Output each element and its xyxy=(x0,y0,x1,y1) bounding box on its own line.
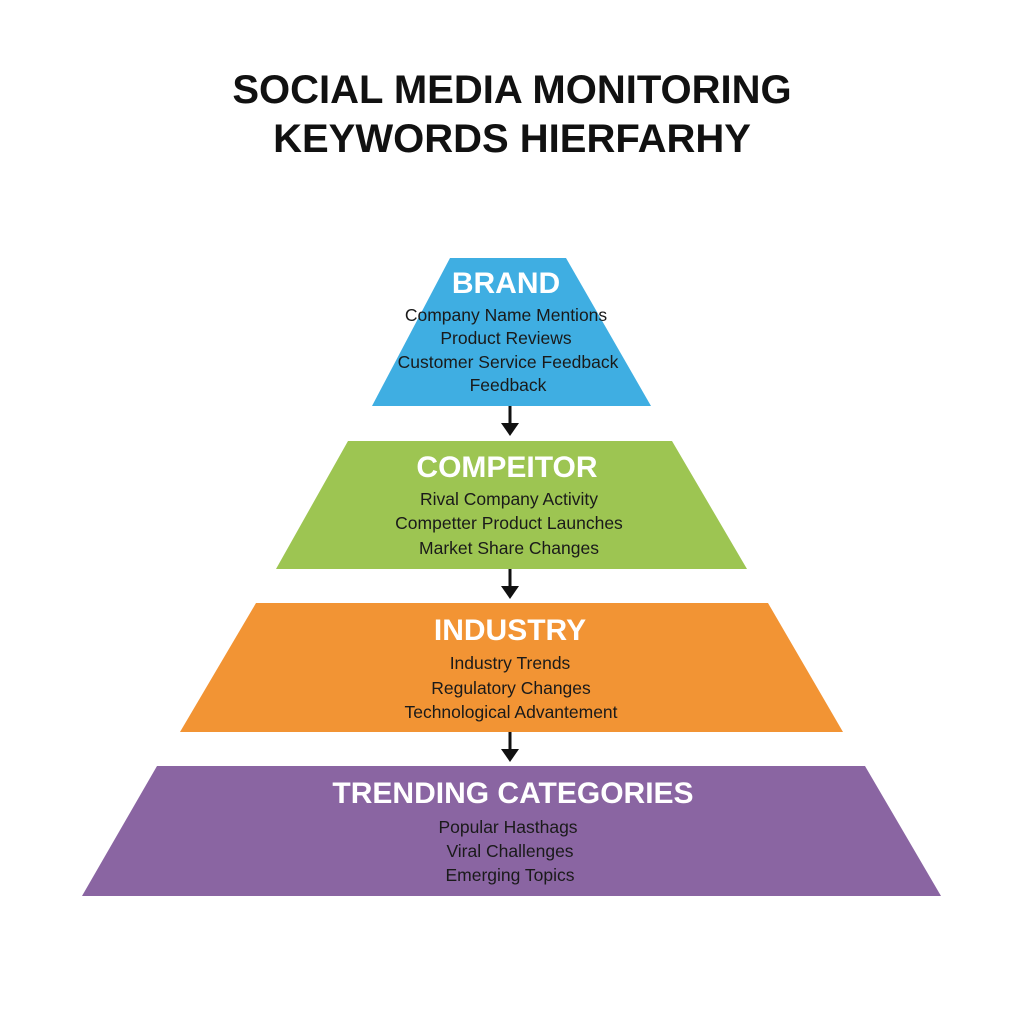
tier-brand-item-3: Customer Service Feedback xyxy=(398,352,619,372)
diagram-title-line-2: KEYWORDS HIERFARHY xyxy=(273,117,751,161)
tier-industry-item-1: Industry Trends xyxy=(450,653,571,673)
tier-trending-categories-item-2: Viral Challenges xyxy=(446,841,573,861)
tier-trending-categories: TRENDING CATEGORIES Popular Hasthags Vir… xyxy=(82,766,941,896)
tier-brand-item-4: Feedback xyxy=(470,375,547,395)
tier-competitor-item-2: Competter Product Launches xyxy=(395,513,623,533)
tier-industry: INDUSTRY Industry Trends Regulatory Chan… xyxy=(180,603,843,732)
tier-brand-item-2: Product Reviews xyxy=(440,328,572,348)
tier-brand-shape xyxy=(372,258,651,406)
diagram-title-line-1: SOCIAL MEDIA MONITORING xyxy=(232,68,792,112)
connector-arrow-3-head xyxy=(501,749,519,762)
tier-trending-categories-item-1: Popular Hasthags xyxy=(438,817,577,837)
connector-arrow-3 xyxy=(501,732,519,762)
tier-industry-item-2: Regulatory Changes xyxy=(431,678,591,698)
diagram-title: SOCIAL MEDIA MONITORING KEYWORDS HIERFAR… xyxy=(0,66,1024,164)
connector-arrow-2 xyxy=(501,569,519,599)
tier-trending-categories-heading: TRENDING CATEGORIES xyxy=(332,777,693,810)
tier-competitor: COMPEITOR Rival Company Activity Compett… xyxy=(276,441,747,569)
tier-industry-item-3: Technological Advantement xyxy=(404,702,617,722)
connector-arrow-1 xyxy=(501,406,519,436)
connector-arrow-1-head xyxy=(501,423,519,436)
connector-arrow-2-head xyxy=(501,586,519,599)
tier-trending-categories-shape xyxy=(82,766,941,896)
tier-industry-shape xyxy=(180,603,843,732)
tier-brand: BRAND Company Name Mentions Product Revi… xyxy=(372,258,651,406)
tier-competitor-item-1: Rival Company Activity xyxy=(420,489,598,509)
tier-competitor-heading: COMPEITOR xyxy=(416,451,597,484)
tier-trending-categories-item-3: Emerging Topics xyxy=(445,865,574,885)
tier-brand-item-1: Company Name Mentions xyxy=(405,305,608,325)
tier-brand-heading: BRAND xyxy=(452,267,560,300)
tier-competitor-item-3: Market Share Changes xyxy=(419,538,599,558)
tier-industry-heading: INDUSTRY xyxy=(434,614,586,647)
tier-competitor-shape xyxy=(276,441,747,569)
